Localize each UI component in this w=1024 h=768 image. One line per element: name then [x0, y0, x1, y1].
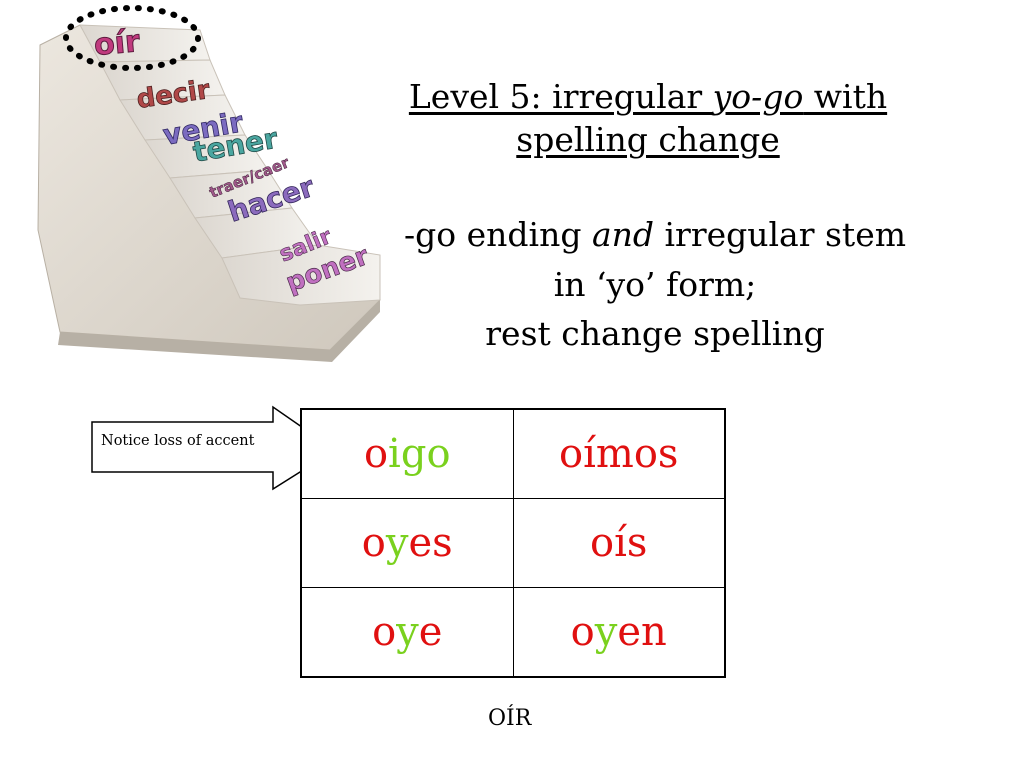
table-cell: oigo: [300, 408, 514, 500]
stem-change-segment: y: [594, 608, 618, 655]
ending-segment: o: [372, 608, 397, 655]
highlight-oval: [63, 5, 201, 71]
table-cell: oye: [300, 586, 514, 678]
conjugation-table: oigo oímos oyes oís oye oyen: [300, 408, 726, 678]
subtitle-line-3: rest change spelling: [485, 314, 825, 353]
verb-caption: OÍR: [488, 706, 532, 731]
table-cell: oyes: [300, 498, 514, 588]
table-cell: oímos: [512, 408, 726, 500]
conjugation-table-wrap: oigo oímos oyes oís oye oyen: [300, 408, 726, 678]
subtitle-line-1: -go ending and irregular stem: [380, 210, 930, 260]
subtitle-emphasis: and: [591, 215, 654, 254]
stem-change-segment: y: [385, 519, 409, 566]
title-text: with: [803, 77, 888, 116]
ending-segment: o: [570, 608, 595, 655]
slide-title: Level 5: irregular yo-go with spelling c…: [388, 76, 908, 162]
ending-segment: en: [617, 608, 667, 655]
table-row: oyes oís: [300, 498, 726, 588]
ending-segment: es: [408, 519, 453, 566]
ending-segment: e: [418, 608, 443, 655]
title-line-1: Level 5: irregular yo-go with: [388, 76, 908, 119]
staircase-illustration: oír decir venir tener traer/caer hacer s…: [37, 5, 381, 362]
title-text: Level 5: irregular: [408, 77, 713, 116]
ending-segment: oímos: [559, 431, 679, 478]
table-row: oye oyen: [300, 586, 726, 678]
ending-segment: o: [363, 431, 389, 478]
table-row: oigo oímos: [300, 408, 726, 500]
ending-segment: o: [361, 519, 386, 566]
ending-segment: oís: [590, 519, 648, 566]
table-cell: oís: [512, 498, 726, 588]
title-line-2: spelling change: [516, 119, 780, 159]
title-emphasis: yo-go: [712, 77, 804, 116]
subtitle-text: irregular stem: [654, 215, 907, 254]
stem-change-segment: igo: [388, 431, 451, 478]
verb-label-venir: venir: [160, 105, 245, 152]
staircase-base: [58, 300, 380, 362]
stem-change-segment: y: [396, 608, 419, 655]
callout-text: Notice loss of accent: [101, 433, 255, 449]
slide-subtitle: -go ending and irregular stem in ‘yo’ fo…: [380, 210, 930, 359]
verb-label-oir: oír: [93, 24, 142, 63]
subtitle-text: -go ending: [403, 215, 592, 254]
table-cell: oyen: [512, 586, 726, 678]
subtitle-line-2: in ‘yo’ form;: [553, 264, 757, 304]
